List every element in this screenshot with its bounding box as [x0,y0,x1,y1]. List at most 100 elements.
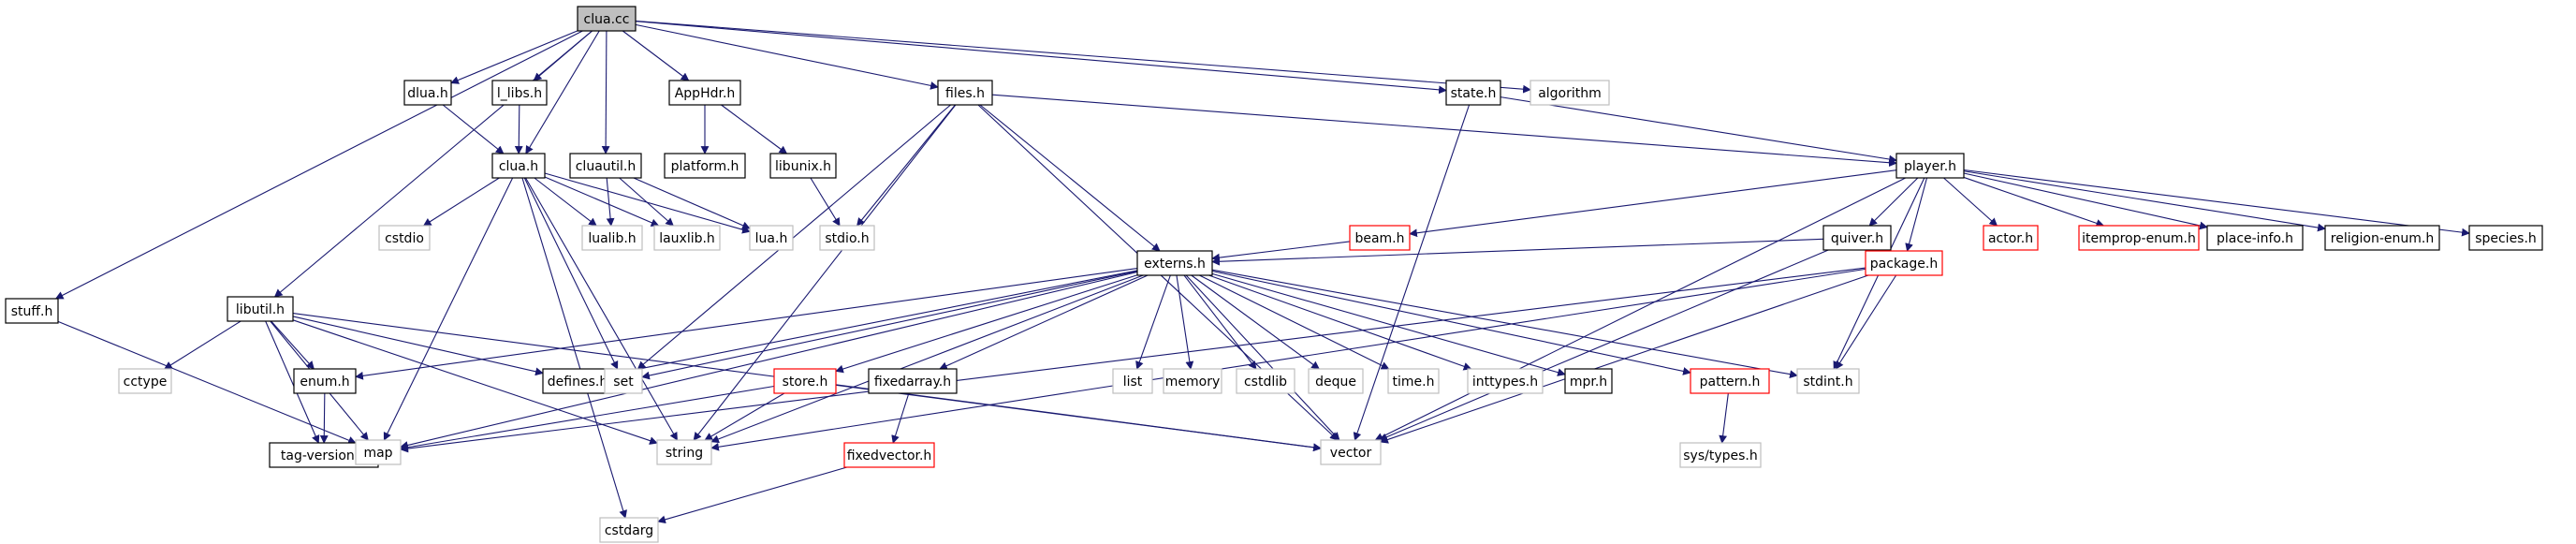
node-cstdarg[interactable]: cstdarg [599,517,659,543]
node-stdint-h[interactable]: stdint.h [1796,368,1860,394]
node-place-info-h[interactable]: place-info.h [2206,225,2304,251]
node-set[interactable]: set [604,368,643,394]
node-actor-h[interactable]: actor.h [1983,225,2039,251]
edge-externs-h-to-enum-h [355,268,1138,380]
node-fixedvector-h[interactable]: fixedvector.h [843,442,935,468]
node-clua-h[interactable]: clua.h [491,153,546,179]
node-player-h[interactable]: player.h [1895,153,1965,179]
node-label: set [613,375,634,390]
node-cluautil-h[interactable]: cluautil.h [569,153,642,179]
edge-stuff-h-to-map [57,320,357,445]
node-box [2324,225,2440,251]
node-box [355,439,402,465]
node-label: quiver.h [1831,231,1883,246]
node-algorithm[interactable]: algorithm [1530,80,1610,106]
node-externs-h[interactable]: externs.h [1136,250,1213,276]
node-box [1320,439,1382,465]
edge-clua-h-to-map [383,177,514,441]
node-pattern-h[interactable]: pattern.h [1690,368,1770,394]
node-state-h[interactable]: state.h [1445,80,1501,106]
node-label: cctype [124,375,168,390]
edge-externs-h-to-list [1135,274,1171,370]
node-label: vector [1330,446,1372,461]
node-religion-enum-h[interactable]: religion-enum.h [2324,225,2440,251]
edge-libutil-h-to-string [292,319,658,445]
edge-player-h-to-quiver-h [1868,177,1919,227]
node-label: species.h [2475,231,2537,246]
node-libutil-h[interactable]: libutil.h [227,296,294,322]
edge-externs-h-to-store-h [835,274,1138,374]
node-apphdr-h[interactable]: AppHdr.h [668,80,741,106]
edge-files-h-to-externs-h [979,104,1161,252]
node-stdio-h[interactable]: stdio.h [819,225,875,251]
node-lua-h[interactable]: lua.h [749,225,794,251]
edge-store-h-to-vector [835,384,1322,452]
node-cctype[interactable]: cctype [118,368,172,394]
node-memory[interactable]: memory [1163,368,1222,394]
node-deque[interactable]: deque [1308,368,1364,394]
node-label: map [363,446,392,461]
node-box [1564,368,1613,394]
edge-clua-cc-to-algorithm [635,20,1531,94]
node-box [1112,368,1153,394]
node-label: defines.h [548,375,607,390]
node-libunix-h[interactable]: libunix.h [769,153,837,179]
node-time-h[interactable]: time.h [1387,368,1440,394]
node-fixedarray-h[interactable]: fixedarray.h [868,368,958,394]
node-files-h[interactable]: files.h [937,80,993,106]
node-lauxlib-h[interactable]: lauxlib.h [653,225,721,251]
node-label: cstdlib [1244,375,1287,390]
node-quiver-h[interactable]: quiver.h [1822,225,1892,251]
node-platform-h[interactable]: platform.h [664,153,746,179]
node-box [491,153,546,179]
edge-clua-cc-to-apphdr-h [622,30,690,81]
node-cstdio[interactable]: cstdio [378,225,431,251]
edge-enum-h-to-tag-version-h [319,392,329,444]
edge-externs-h-to-fixedarray-h [939,274,1149,370]
node-string[interactable]: string [656,439,712,465]
node-box [1796,368,1860,394]
edge-state-h-to-player-h [1500,96,1897,164]
node-defines-h[interactable]: defines.h [542,368,613,394]
node-box [1308,368,1364,394]
node-box [378,225,431,251]
node-list[interactable]: list [1112,368,1153,394]
node-cstdlib[interactable]: cstdlib [1236,368,1295,394]
edge-clua-h-to-lualib-h [534,177,597,227]
node-itemprop-enum-h[interactable]: itemprop-enum.h [2078,225,2200,251]
node-species-h[interactable]: species.h [2468,225,2543,251]
node-stuff-h[interactable]: stuff.h [5,298,59,324]
node-box [2078,225,2200,251]
node-mpr-h[interactable]: mpr.h [1564,368,1613,394]
edge-clua-h-to-lauxlib-h [544,176,660,227]
node-label: files.h [945,86,985,101]
node-box [1136,250,1213,276]
edge-player-h-to-vector [1374,177,1906,441]
node-label: fixedvector.h [847,448,932,463]
node-box [769,153,837,179]
node-sys-types-h[interactable]: sys/types.h [1679,442,1762,468]
edge-files-h-to-string [693,104,957,441]
node-store-h[interactable]: store.h [773,368,837,394]
edge-files-h-to-set [637,104,951,370]
node-clua-cc[interactable]: clua.cc [577,6,637,32]
node-l-libs-h[interactable]: l_libs.h [491,80,548,106]
node-label: clua.cc [584,12,630,27]
edge-player-h-to-beam-h [1409,169,1897,238]
edge-clua-h-to-cstdarg [521,177,627,519]
node-inttypes-h[interactable]: inttypes.h [1467,368,1544,394]
edge-player-h-to-itemprop-enum-h [1963,176,2105,228]
node-label: package.h [1870,257,1938,272]
node-beam-h[interactable]: beam.h [1349,225,1411,251]
node-dlua-h[interactable]: dlua.h [403,80,452,106]
node-box [2468,225,2543,251]
node-vector[interactable]: vector [1320,439,1382,465]
edge-externs-h-to-memory [1176,274,1194,370]
node-map[interactable]: map [355,439,402,465]
node-label: clua.h [499,159,538,174]
edge-pattern-h-to-sys-types-h [1719,392,1729,444]
edge-clua-cc-to-clua-h [525,30,600,154]
node-enum-h[interactable]: enum.h [293,368,357,394]
node-package-h[interactable]: package.h [1865,250,1943,276]
node-lualib-h[interactable]: lualib.h [581,225,643,251]
